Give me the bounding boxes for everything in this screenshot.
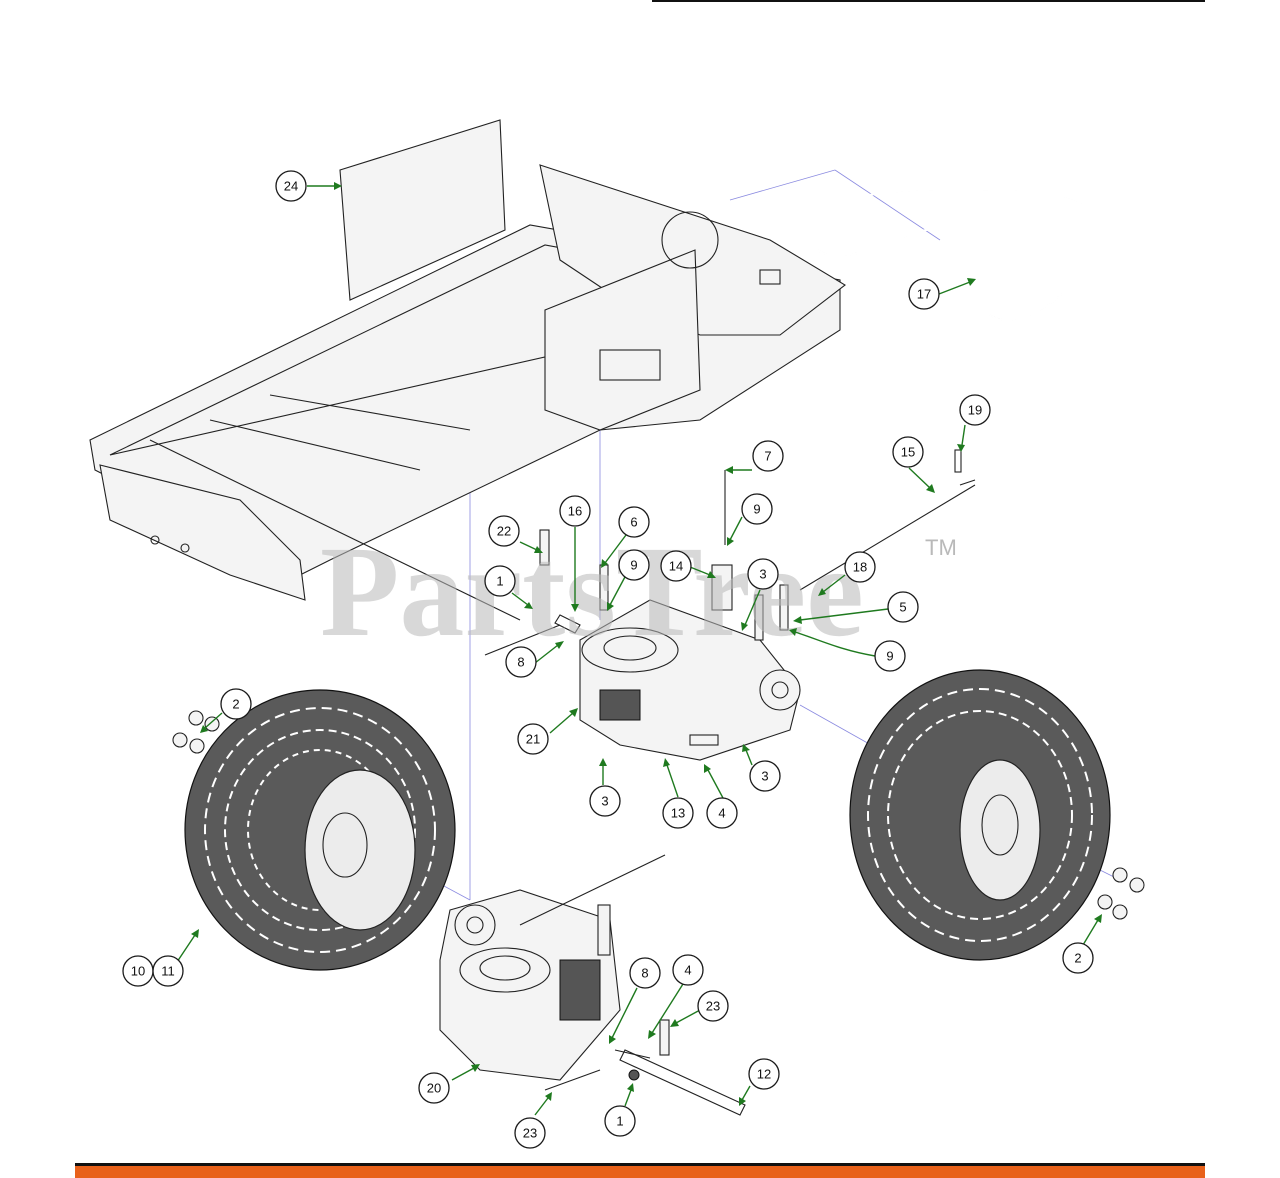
svg-text:6: 6 xyxy=(630,515,637,530)
callout-4-bottom[interactable]: 4 xyxy=(672,954,704,986)
callout-18[interactable]: 18 xyxy=(844,551,876,583)
callout-17[interactable]: 17 xyxy=(908,278,940,310)
svg-text:18: 18 xyxy=(853,560,867,575)
svg-text:20: 20 xyxy=(427,1081,441,1096)
svg-text:7: 7 xyxy=(764,449,771,464)
partstree-watermark: PartsTree TM xyxy=(320,520,957,664)
svg-text:3: 3 xyxy=(761,769,768,784)
callouts: 24 17 19 15 7 9 22 16 6 9 14 3 18 5 9 1 … xyxy=(122,170,1094,1149)
callout-2-right[interactable]: 2 xyxy=(1062,942,1094,974)
callout-3-right[interactable]: 3 xyxy=(749,760,781,792)
callout-23-top[interactable]: 23 xyxy=(697,990,729,1022)
svg-text:24: 24 xyxy=(284,179,298,194)
callout-15[interactable]: 15 xyxy=(892,436,924,468)
callout-11[interactable]: 11 xyxy=(152,955,184,987)
svg-text:11: 11 xyxy=(161,964,175,979)
svg-text:10: 10 xyxy=(131,964,145,979)
svg-text:21: 21 xyxy=(526,732,540,747)
svg-text:1: 1 xyxy=(616,1114,623,1129)
callout-4-top[interactable]: 4 xyxy=(706,797,738,829)
callout-23-bottom[interactable]: 23 xyxy=(514,1117,546,1149)
svg-text:9: 9 xyxy=(886,649,893,664)
svg-text:9: 9 xyxy=(753,502,760,517)
svg-text:23: 23 xyxy=(706,999,720,1014)
svg-text:14: 14 xyxy=(669,559,683,574)
callout-22[interactable]: 22 xyxy=(488,515,520,547)
callout-21[interactable]: 21 xyxy=(517,723,549,755)
drive-belt xyxy=(808,188,1100,321)
svg-text:3: 3 xyxy=(601,794,608,809)
svg-text:4: 4 xyxy=(684,963,691,978)
svg-text:13: 13 xyxy=(671,806,685,821)
svg-text:22: 22 xyxy=(497,524,511,539)
svg-text:8: 8 xyxy=(641,966,648,981)
svg-text:23: 23 xyxy=(523,1126,537,1141)
callout-9-top[interactable]: 9 xyxy=(741,493,773,525)
callout-14[interactable]: 14 xyxy=(660,550,692,582)
svg-text:15: 15 xyxy=(901,445,915,460)
callout-9-mid[interactable]: 9 xyxy=(618,549,650,581)
svg-text:17: 17 xyxy=(917,287,931,302)
top-rule xyxy=(652,0,1205,2)
svg-text:5: 5 xyxy=(899,600,906,615)
callout-6[interactable]: 6 xyxy=(618,506,650,538)
svg-text:2: 2 xyxy=(232,697,239,712)
callout-20[interactable]: 20 xyxy=(418,1072,450,1104)
callout-12[interactable]: 12 xyxy=(748,1058,780,1090)
callout-7[interactable]: 7 xyxy=(752,440,784,472)
svg-text:1: 1 xyxy=(496,574,503,589)
left-tire xyxy=(172,689,456,971)
watermark-tm: TM xyxy=(925,535,957,560)
callout-16[interactable]: 16 xyxy=(559,495,591,527)
callout-1-top[interactable]: 1 xyxy=(484,565,516,597)
svg-text:9: 9 xyxy=(630,558,637,573)
callout-3-top[interactable]: 3 xyxy=(747,558,779,590)
linkage-rod xyxy=(799,449,976,591)
svg-text:2: 2 xyxy=(1074,951,1081,966)
footer-accent-bar xyxy=(75,1163,1205,1178)
svg-text:4: 4 xyxy=(718,806,725,821)
callout-9-right[interactable]: 9 xyxy=(874,640,906,672)
right-tire xyxy=(849,669,1145,961)
svg-text:3: 3 xyxy=(759,567,766,582)
callout-8-bottom[interactable]: 8 xyxy=(629,957,661,989)
leader-lines xyxy=(174,182,1102,1116)
callout-1-bottom[interactable]: 1 xyxy=(604,1105,636,1137)
svg-text:8: 8 xyxy=(517,655,524,670)
callout-19[interactable]: 19 xyxy=(959,394,991,426)
svg-text:16: 16 xyxy=(568,504,582,519)
svg-text:19: 19 xyxy=(968,403,982,418)
chassis-frame xyxy=(89,119,846,621)
callout-3-bottom[interactable]: 3 xyxy=(589,785,621,817)
callout-5[interactable]: 5 xyxy=(887,591,919,623)
callout-24[interactable]: 24 xyxy=(275,170,307,202)
callout-13[interactable]: 13 xyxy=(662,797,694,829)
upper-transaxle xyxy=(484,470,801,761)
callout-2-left[interactable]: 2 xyxy=(220,688,252,720)
lower-transaxle xyxy=(439,854,746,1116)
watermark-text: PartsTree xyxy=(320,520,864,664)
svg-text:12: 12 xyxy=(757,1067,771,1082)
callout-8-top[interactable]: 8 xyxy=(505,646,537,678)
callout-10[interactable]: 10 xyxy=(122,955,154,987)
